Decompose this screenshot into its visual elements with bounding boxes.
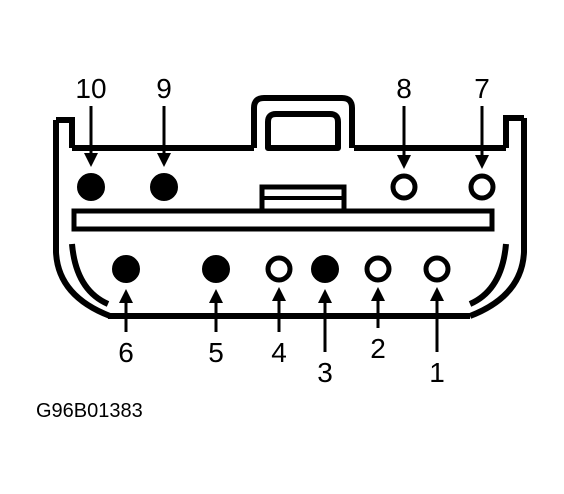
callout-arrowhead-pin-1 xyxy=(430,287,444,301)
pin-3-filled xyxy=(311,255,339,283)
callout-arrowhead-pin-6 xyxy=(119,289,133,303)
latch-inner xyxy=(265,111,341,151)
callout-arrowhead-pin-7 xyxy=(475,155,489,169)
pin-number-label-2: 2 xyxy=(370,333,386,364)
callout-arrowhead-pin-10 xyxy=(84,153,98,167)
pin-number-label-10: 10 xyxy=(75,73,106,104)
pin-number-label-9: 9 xyxy=(156,73,172,104)
housing-right-wall xyxy=(468,118,527,319)
pin-number-label-6: 6 xyxy=(118,337,134,368)
locking-latch xyxy=(251,95,355,151)
pin-number-label-8: 8 xyxy=(396,73,412,104)
pin-1-open xyxy=(423,255,451,283)
pin-number-label-3: 3 xyxy=(317,357,333,388)
connector-housing xyxy=(53,115,527,319)
pin-5-filled xyxy=(202,255,230,283)
latch-outer xyxy=(251,95,355,148)
housing-right-inner-wall xyxy=(503,115,524,148)
callout-arrowhead-pin-5 xyxy=(209,289,223,303)
pin-7-open xyxy=(468,173,496,201)
pin-9-filled xyxy=(150,173,178,201)
callouts-layer: 1 2 34 5 6 7 8 9 10 xyxy=(75,73,489,388)
pin-8-open xyxy=(390,173,418,201)
callout-arrowhead-pin-3 xyxy=(318,289,332,303)
pin-number-label-7: 7 xyxy=(474,73,490,104)
callout-arrowhead-pin-2 xyxy=(371,287,385,301)
divider-bar xyxy=(71,208,495,232)
callout-arrowhead-pin-9 xyxy=(157,153,171,167)
pins-layer xyxy=(77,173,496,283)
housing-left-lower-corner xyxy=(69,243,110,307)
pin-4-open xyxy=(265,255,293,283)
callout-arrowhead-pin-4 xyxy=(272,287,286,301)
pin-10-filled xyxy=(77,173,105,201)
housing-left-inner-wall xyxy=(56,117,75,148)
pin-number-label-4: 4 xyxy=(271,337,287,368)
pin-number-label-5: 5 xyxy=(208,337,224,368)
housing-right-lower-corner xyxy=(468,243,509,307)
pin-6-filled xyxy=(112,255,140,283)
pin-2-open xyxy=(364,255,392,283)
pin-number-label-1: 1 xyxy=(429,357,445,388)
callout-arrowhead-pin-8 xyxy=(397,155,411,169)
figure-code-label: G96B01383 xyxy=(36,400,143,422)
housing-left-wall xyxy=(53,120,112,319)
